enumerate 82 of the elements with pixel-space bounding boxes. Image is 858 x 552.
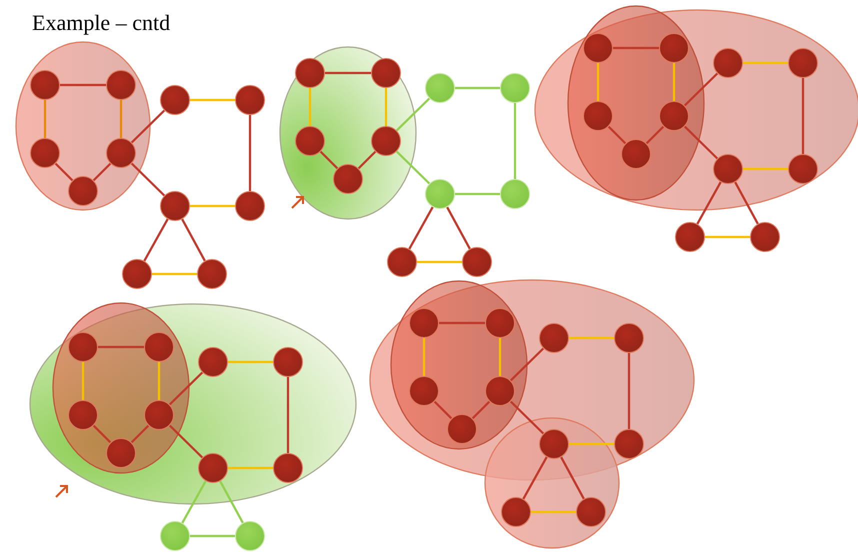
connector-line bbox=[54, 162, 74, 182]
graph-vertex bbox=[235, 191, 265, 221]
connector-line bbox=[514, 103, 516, 179]
graph-vertex bbox=[235, 521, 265, 551]
connector-line bbox=[248, 115, 252, 191]
connector-line bbox=[422, 338, 426, 376]
graph-vertex bbox=[197, 259, 227, 289]
connector-line bbox=[219, 480, 244, 524]
connector-line bbox=[613, 46, 659, 50]
connector-line bbox=[446, 206, 471, 250]
connector-line bbox=[384, 88, 388, 126]
graph-vertex bbox=[235, 85, 265, 115]
slide-title: Example – cntd bbox=[32, 10, 170, 36]
connector-line bbox=[510, 400, 544, 434]
connector-line bbox=[82, 362, 84, 400]
connector-line bbox=[672, 63, 676, 101]
connector-line bbox=[92, 162, 112, 182]
connector-line bbox=[684, 126, 718, 160]
connector-line bbox=[168, 424, 204, 458]
graph-vertex bbox=[462, 247, 492, 277]
connector-line bbox=[596, 63, 600, 101]
connector-line bbox=[152, 272, 197, 276]
graph-vertex bbox=[675, 222, 705, 252]
graph-vertex bbox=[750, 222, 780, 252]
connector-line bbox=[308, 88, 312, 126]
connector-line bbox=[158, 362, 160, 400]
connector-line bbox=[44, 100, 46, 138]
connector-line bbox=[522, 456, 548, 500]
connector-line bbox=[92, 424, 112, 444]
graph-vertex bbox=[500, 73, 530, 103]
connector-line bbox=[734, 182, 759, 224]
connector-line bbox=[396, 150, 430, 184]
connector-line bbox=[498, 338, 502, 376]
connector-line bbox=[439, 322, 485, 324]
connector-line bbox=[190, 98, 235, 102]
connector-line bbox=[98, 346, 144, 348]
connector-line bbox=[455, 86, 500, 90]
connector-line bbox=[228, 360, 273, 364]
connector-line bbox=[608, 126, 626, 144]
connector-line bbox=[130, 162, 166, 196]
connector-line bbox=[60, 84, 106, 86]
connector-line bbox=[705, 236, 750, 238]
connector-line bbox=[646, 126, 664, 144]
connector-line bbox=[325, 72, 371, 74]
connector-line bbox=[684, 72, 718, 106]
connector-line bbox=[190, 534, 235, 538]
connector-line bbox=[743, 62, 788, 64]
connector-line bbox=[434, 400, 452, 420]
connector-line bbox=[168, 372, 204, 406]
connector-line bbox=[320, 150, 338, 170]
connector-line bbox=[743, 168, 788, 170]
graph-vertex bbox=[160, 191, 190, 221]
connector-line bbox=[143, 218, 169, 262]
connector-line bbox=[396, 98, 430, 132]
connector-line bbox=[181, 218, 206, 262]
graph-vertex bbox=[387, 247, 417, 277]
graph-vertex bbox=[500, 179, 530, 209]
connector-line bbox=[130, 424, 150, 444]
graph-vertex bbox=[425, 179, 455, 209]
connector-line bbox=[190, 204, 235, 208]
connector-line bbox=[181, 480, 207, 524]
connector-line bbox=[696, 182, 722, 224]
graph-vertex bbox=[425, 73, 455, 103]
connector-line bbox=[560, 456, 585, 500]
connector-line bbox=[358, 150, 376, 170]
connector-line bbox=[120, 100, 122, 138]
connector-line bbox=[228, 466, 273, 470]
connector-line bbox=[286, 377, 290, 453]
connector-line bbox=[472, 400, 490, 420]
connector-line bbox=[569, 442, 614, 446]
connector-line bbox=[569, 336, 614, 340]
connector-line bbox=[531, 510, 576, 514]
connector-line bbox=[802, 78, 804, 154]
connector-line bbox=[510, 348, 544, 382]
graph-vertex bbox=[160, 521, 190, 551]
connector-line bbox=[408, 206, 434, 250]
graph-vertex bbox=[160, 85, 190, 115]
connector-line bbox=[130, 110, 166, 144]
connector-line bbox=[417, 260, 462, 264]
connector-line bbox=[628, 353, 630, 429]
graph-vertex bbox=[122, 259, 152, 289]
connector-line bbox=[455, 192, 500, 196]
